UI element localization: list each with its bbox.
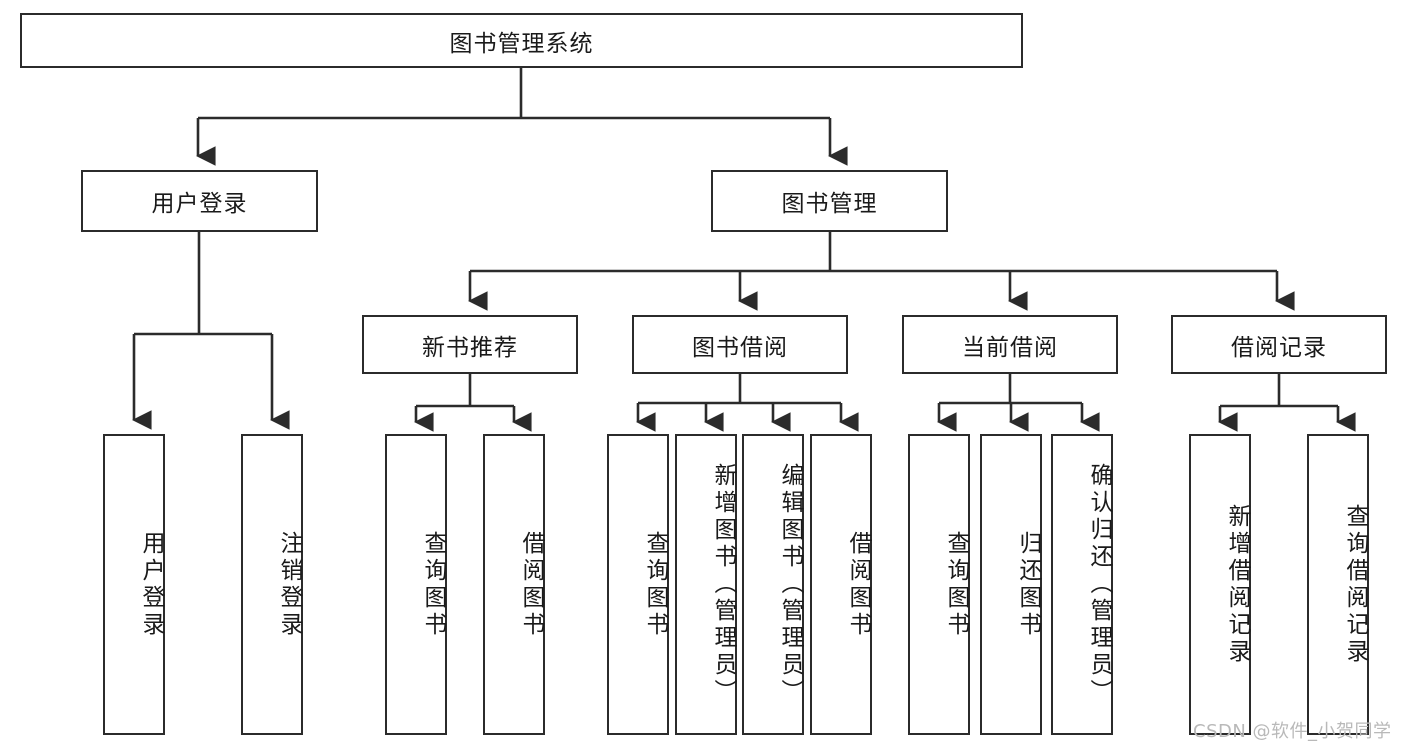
- node-leaf-查询图书[interactable]: 查询图书: [607, 434, 669, 735]
- node-label: 图书管理: [781, 191, 878, 217]
- node-leaf-新增图书（管理员）[interactable]: 新增图书（管理员）: [675, 434, 737, 735]
- node-label: 图书借阅: [692, 334, 788, 361]
- node-level3-图书借阅[interactable]: 图书借阅: [632, 315, 848, 374]
- node-leaf-注销登录[interactable]: 注销登录: [241, 434, 303, 735]
- node-label: 借阅图书: [518, 530, 544, 639]
- node-leaf-查询借阅记录[interactable]: 查询借阅记录: [1307, 434, 1369, 735]
- node-label: 当前借阅: [962, 334, 1058, 361]
- node-leaf-借阅图书[interactable]: 借阅图书: [810, 434, 872, 735]
- node-root-图书管理系统[interactable]: 图书管理系统: [20, 13, 1023, 68]
- node-label: 归还图书: [1015, 530, 1041, 639]
- node-label: 新书推荐: [422, 334, 518, 361]
- node-label: 确认归还（管理员）: [1086, 463, 1112, 706]
- node-leaf-确认归还（管理员）[interactable]: 确认归还（管理员）: [1051, 434, 1113, 735]
- csdn-watermark: CSDN @软件_小贺同学: [1193, 721, 1392, 742]
- node-leaf-查询图书[interactable]: 查询图书: [385, 434, 447, 735]
- node-leaf-新增借阅记录[interactable]: 新增借阅记录: [1189, 434, 1251, 735]
- node-label: 图书管理系统: [449, 30, 594, 57]
- node-level3-当前借阅[interactable]: 当前借阅: [902, 315, 1118, 374]
- node-leaf-借阅图书[interactable]: 借阅图书: [483, 434, 545, 735]
- node-leaf-用户登录[interactable]: 用户登录: [103, 434, 165, 735]
- node-label: 新增借阅记录: [1224, 503, 1250, 666]
- node-label: 查询借阅记录: [1342, 503, 1368, 666]
- node-label: 注销登录: [276, 530, 302, 639]
- node-level2-图书管理[interactable]: 图书管理: [711, 170, 948, 232]
- node-label: 查询图书: [642, 530, 668, 639]
- node-level3-借阅记录[interactable]: 借阅记录: [1171, 315, 1387, 374]
- node-level2-用户登录[interactable]: 用户登录: [81, 170, 318, 232]
- node-leaf-归还图书[interactable]: 归还图书: [980, 434, 1042, 735]
- node-leaf-编辑图书（管理员）[interactable]: 编辑图书（管理员）: [742, 434, 804, 735]
- node-label: 新增图书（管理员）: [710, 463, 736, 706]
- node-label: 借阅记录: [1231, 334, 1327, 361]
- node-label: 查询图书: [420, 530, 446, 639]
- node-label: 借阅图书: [845, 530, 871, 639]
- node-label: 用户登录: [151, 191, 248, 217]
- node-level3-新书推荐[interactable]: 新书推荐: [362, 315, 578, 374]
- node-leaf-查询图书[interactable]: 查询图书: [908, 434, 970, 735]
- node-label: 用户登录: [138, 530, 164, 639]
- node-label: 查询图书: [943, 530, 969, 639]
- node-label: 编辑图书（管理员）: [777, 463, 803, 706]
